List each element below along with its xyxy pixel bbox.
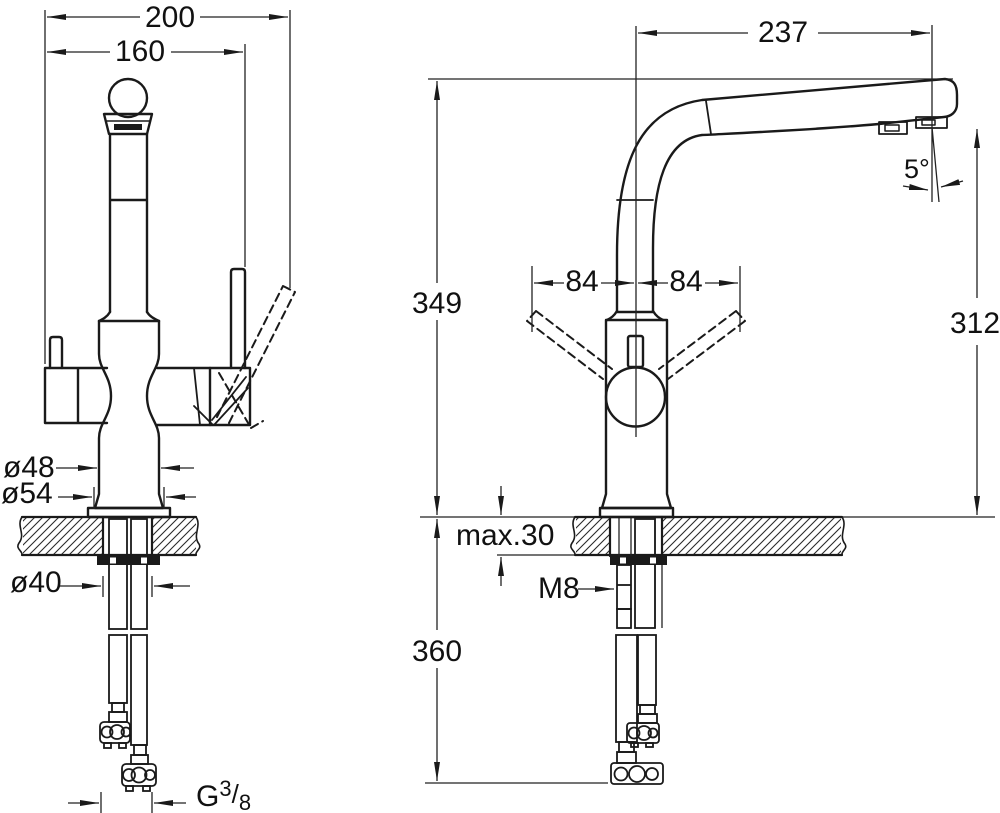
dim-360-label: 360: [412, 635, 462, 668]
hose-braid: [130, 634, 148, 746]
handle-lever-alt-position: [216, 285, 296, 429]
shank-walls: [608, 515, 664, 558]
extension-lines: [420, 25, 995, 784]
nut-slot: [110, 557, 116, 564]
hose-braid: [634, 518, 656, 629]
dim-body-diameter-label: ø48: [3, 451, 55, 484]
base-flange: [598, 506, 675, 519]
side-hoses: [608, 515, 667, 785]
front-countertop: [17, 515, 201, 557]
dim-base-diameter-label: ø54: [1, 477, 53, 510]
dim-160-label: 160: [115, 35, 165, 68]
column-flare: [97, 310, 161, 323]
mounting-nut: [97, 556, 160, 565]
handle-lever-vertical: [229, 267, 247, 370]
aerator-slot: [921, 119, 936, 126]
handle-hub-lines: [155, 366, 212, 427]
stud-channel-lines: [618, 518, 663, 628]
base-flange: [86, 506, 172, 519]
shank-walls: [101, 515, 154, 558]
spray-release-slot: [884, 124, 900, 132]
m8-stud-thread: [616, 608, 632, 629]
dim-shank-diameter-label: ø40: [10, 566, 62, 599]
thread-numerator: 3: [219, 776, 231, 801]
dim-84-right-label: 84: [669, 265, 702, 298]
dim-349-label: 349: [412, 287, 462, 320]
front-view: 200 160 ø48 ø54 ø40 G3/8: [1, 1, 296, 813]
side-view: 237 349 360 312 84 84 5° max.30 M8: [412, 16, 1000, 785]
hose-fitting: [626, 704, 660, 748]
spout-column: [108, 132, 149, 314]
side-countertop: [570, 515, 847, 557]
hose-fitting: [121, 744, 157, 792]
spray-release-tab: [878, 121, 908, 135]
dim-angle-label: 5°: [904, 154, 930, 184]
side-faucet-body: [526, 77, 959, 519]
thread-denominator: 8: [239, 790, 251, 813]
body-waist: [93, 319, 165, 510]
aerator-band: [114, 124, 142, 130]
dim-237-label: 237: [758, 16, 808, 49]
counter-hatch-left: [23, 518, 103, 555]
hose-braid: [108, 518, 128, 630]
counter-break-edges: [17, 516, 201, 556]
dim-200-label: 200: [145, 1, 195, 34]
counter-hatch-right: [663, 518, 841, 555]
front-faucet-body: [43, 77, 296, 519]
spout-profile: [615, 77, 959, 314]
m8-stud: [616, 564, 632, 610]
thread-slash: /: [232, 779, 240, 809]
dim-thread-label: G3/8: [196, 776, 251, 813]
left-valve-box: [43, 366, 109, 425]
dim-max30-label: max.30: [456, 519, 554, 552]
hose-fitting: [99, 702, 132, 749]
dim-312-label: 312: [950, 307, 1000, 340]
left-lever: [48, 335, 64, 370]
counter-hatch-right: [152, 518, 196, 555]
spout-head-circle: [107, 77, 149, 119]
dim-m8-label: M8: [538, 572, 580, 605]
spout-joint-lines: [616, 100, 712, 201]
plate-slot: [650, 557, 656, 564]
mounting-plate: [610, 556, 667, 565]
front-dimensions: 200 160 ø48 ø54 ø40 G3/8: [1, 1, 291, 813]
thread-prefix: G: [196, 780, 219, 813]
dim-84-left-label: 84: [565, 265, 598, 298]
hose-fitting: [610, 741, 664, 785]
front-hoses: [97, 515, 160, 792]
plate-slot: [620, 557, 626, 564]
hose-braid: [637, 634, 657, 706]
side-dimensions: 237 349 360 312 84 84 5° max.30 M8: [412, 16, 1000, 784]
hose-braid: [108, 634, 128, 704]
counter-break-edges: [570, 516, 847, 556]
counter-hatch-left: [576, 518, 609, 555]
nut-slot: [141, 557, 147, 564]
handle-hub-detail: [193, 367, 249, 426]
hose-braid: [130, 518, 148, 630]
extension-lines: [44, 10, 291, 813]
